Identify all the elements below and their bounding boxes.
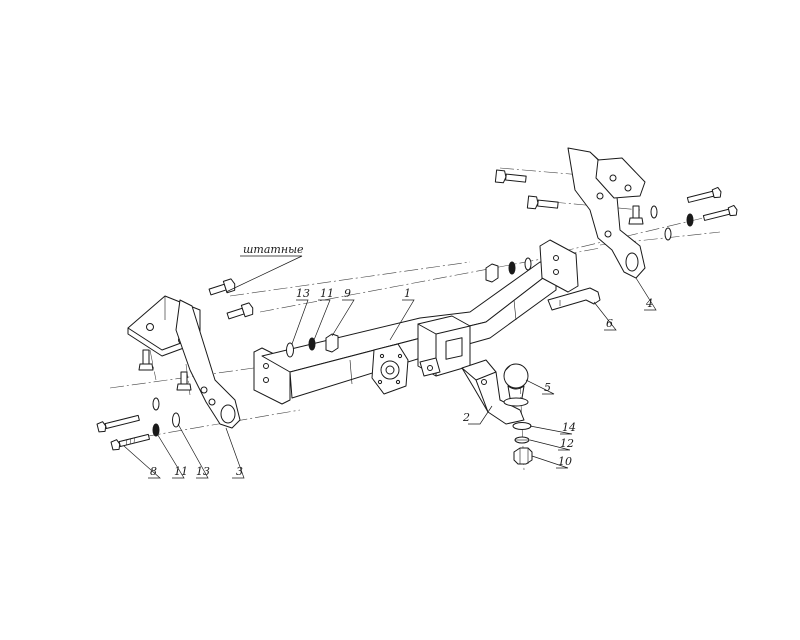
socket-bracket	[547, 287, 601, 311]
left-mounting-bracket	[127, 295, 241, 429]
callout-12: 12	[560, 437, 574, 450]
ball-mount	[461, 359, 525, 425]
callout-11-top: 11	[320, 287, 334, 300]
callout-6: 6	[606, 317, 613, 330]
callout-13-top: 13	[296, 287, 310, 300]
callout-2: 2	[462, 411, 470, 424]
callout-9: 9	[344, 287, 351, 300]
tow-ball	[503, 363, 529, 407]
callout-8: 8	[150, 465, 157, 478]
callout-11-bottom: 11	[174, 465, 188, 478]
left-bolts	[96, 278, 339, 451]
callout-labels: штатные 1 2 3 4 5 6 8 9 10 11 11 12 13 1…	[150, 243, 653, 478]
callout-10: 10	[558, 455, 572, 468]
callout-4: 4	[645, 297, 653, 310]
callout-leaders	[123, 255, 657, 479]
callout-13-bottom: 13	[196, 465, 210, 478]
right-bolts	[485, 169, 738, 283]
note-standard-bolts: штатные	[243, 243, 304, 256]
callout-14: 14	[562, 421, 576, 434]
callout-5: 5	[544, 381, 551, 394]
callout-3: 3	[236, 465, 243, 478]
ball-fasteners	[512, 422, 533, 465]
callout-1: 1	[404, 287, 411, 300]
